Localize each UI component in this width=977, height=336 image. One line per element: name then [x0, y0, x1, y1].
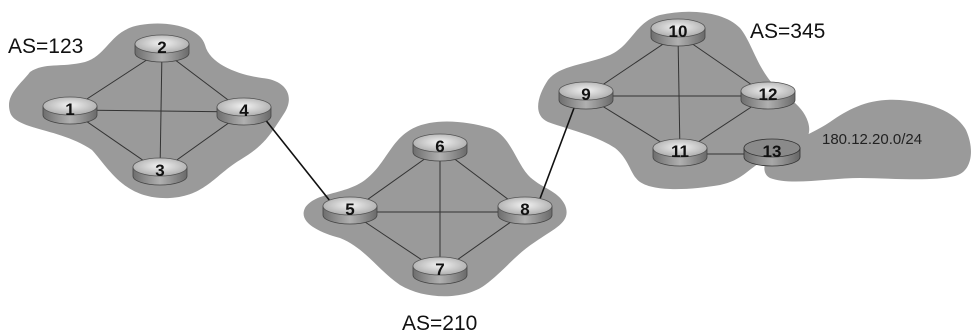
- svg-text:10: 10: [669, 22, 688, 41]
- svg-text:5: 5: [345, 200, 354, 219]
- link-4-5: [263, 117, 335, 207]
- router-10: 10: [650, 18, 706, 47]
- svg-text:13: 13: [763, 142, 782, 161]
- svg-text:2: 2: [157, 38, 166, 57]
- as345-label: AS=345: [750, 20, 825, 43]
- prefix-cloud: [764, 99, 971, 182]
- svg-text:9: 9: [581, 85, 590, 104]
- svg-text:6: 6: [435, 137, 444, 156]
- svg-text:3: 3: [155, 161, 164, 180]
- as210-cloud: [303, 121, 567, 297]
- as123-label: AS=123: [8, 35, 83, 58]
- as345-cloud: [538, 11, 810, 190]
- prefix-label: 180.12.20.0/24: [822, 131, 922, 148]
- router-3: 3: [132, 157, 188, 186]
- svg-text:7: 7: [435, 260, 444, 279]
- svg-text:1: 1: [65, 100, 74, 119]
- router-1: 1: [42, 96, 98, 125]
- svg-text:12: 12: [759, 85, 778, 104]
- svg-text:4: 4: [239, 101, 249, 120]
- svg-text:8: 8: [520, 200, 529, 219]
- router-7: 7: [412, 256, 468, 285]
- router-4: 4: [216, 97, 272, 126]
- router-11: 11: [652, 138, 708, 167]
- as210-label: AS=210: [402, 312, 477, 335]
- link-8-9: [537, 107, 575, 205]
- router-5: 5: [322, 196, 378, 225]
- router-6: 6: [412, 133, 468, 162]
- router-2: 2: [134, 34, 190, 63]
- router-12: 12: [740, 81, 796, 110]
- svg-text:11: 11: [671, 142, 689, 161]
- router-13: 13: [743, 138, 801, 167]
- router-9: 9: [558, 81, 614, 110]
- router-8: 8: [497, 196, 553, 225]
